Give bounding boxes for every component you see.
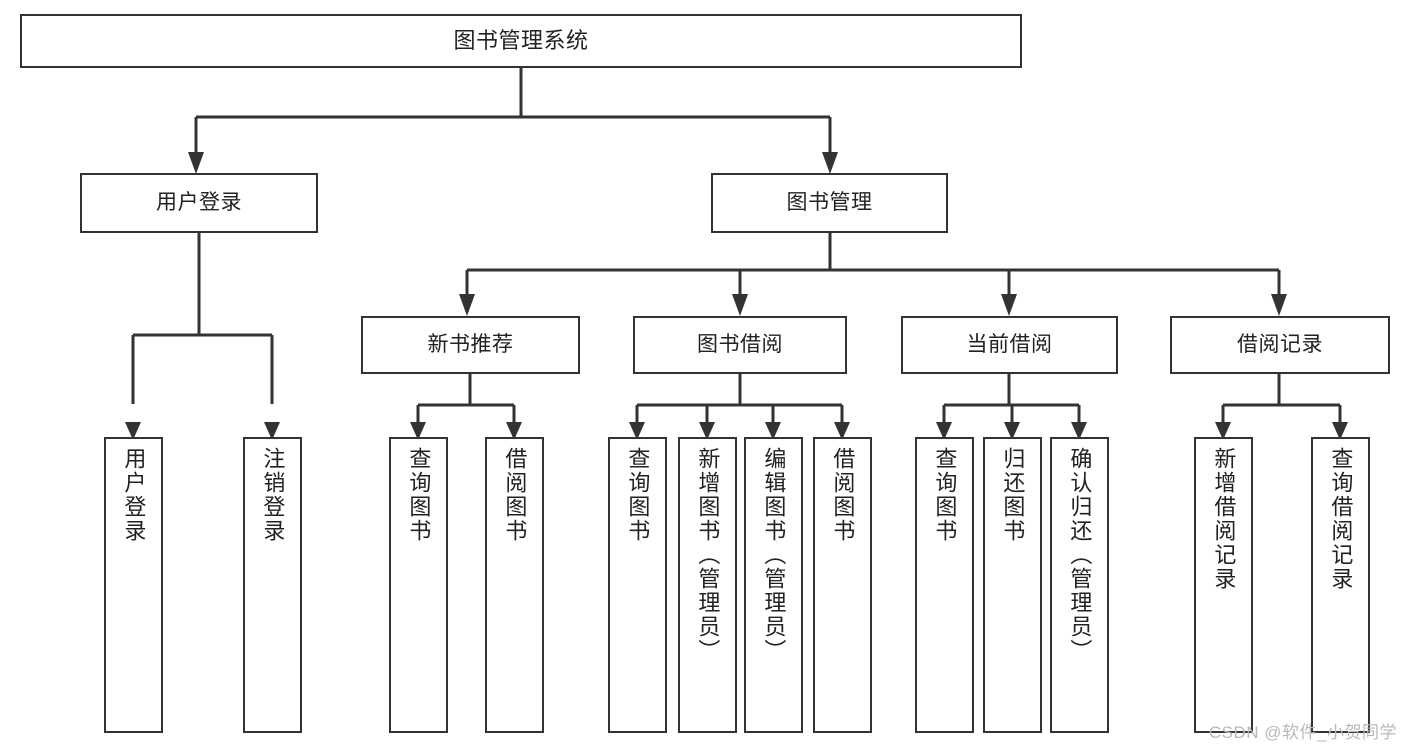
leaf-add-book-admin[interactable]: 新增图书（管理员） <box>678 437 737 733</box>
leaf-logout[interactable]: 注销登录 <box>243 437 302 733</box>
node-label: 查询借阅记录 <box>1328 447 1354 591</box>
node-label: 用户登录 <box>121 447 147 543</box>
leaf-return-book[interactable]: 归还图书 <box>983 437 1042 733</box>
leaf-query-book-recommend[interactable]: 查询图书 <box>389 437 448 733</box>
node-label: 查询图书 <box>625 447 651 543</box>
node-label: 新增图书（管理员） <box>695 447 721 663</box>
node-label: 图书管理系统 <box>453 28 589 54</box>
leaf-edit-book-admin[interactable]: 编辑图书（管理员） <box>744 437 803 733</box>
node-label: 新书推荐 <box>427 332 514 356</box>
leaf-query-borrow-record[interactable]: 查询借阅记录 <box>1311 437 1370 733</box>
node-label: 查询图书 <box>932 447 958 543</box>
node-label: 确认归还（管理员） <box>1067 447 1093 663</box>
node-borrow-record[interactable]: 借阅记录 <box>1170 316 1390 374</box>
node-label: 查询图书 <box>406 447 432 543</box>
node-label: 当前借阅 <box>966 332 1053 356</box>
node-user-login[interactable]: 用户登录 <box>80 173 318 233</box>
leaf-add-borrow-record[interactable]: 新增借阅记录 <box>1194 437 1253 733</box>
node-label: 归还图书 <box>1000 447 1026 543</box>
leaf-confirm-return-admin[interactable]: 确认归还（管理员） <box>1050 437 1109 733</box>
node-current-borrow[interactable]: 当前借阅 <box>901 316 1118 374</box>
leaf-user-login[interactable]: 用户登录 <box>104 437 163 733</box>
node-label: 借阅图书 <box>502 447 528 543</box>
node-book-borrow[interactable]: 图书借阅 <box>633 316 847 374</box>
node-label: 用户登录 <box>156 190 242 214</box>
leaf-query-book-borrow[interactable]: 查询图书 <box>608 437 667 733</box>
leaf-query-book-current[interactable]: 查询图书 <box>915 437 974 733</box>
node-label: 借阅图书 <box>830 447 856 543</box>
leaf-borrow-book-recommend[interactable]: 借阅图书 <box>485 437 544 733</box>
node-label: 新增借阅记录 <box>1211 447 1237 591</box>
node-label: 图书借阅 <box>697 332 783 356</box>
node-label: 注销登录 <box>260 447 286 543</box>
watermark-text: CSDN @软件_小贺同学 <box>1208 723 1397 742</box>
node-label: 借阅记录 <box>1237 332 1323 356</box>
node-label: 图书管理 <box>786 190 873 214</box>
node-book-management[interactable]: 图书管理 <box>711 173 948 233</box>
node-root-system[interactable]: 图书管理系统 <box>20 14 1022 68</box>
node-label: 编辑图书（管理员） <box>761 447 787 663</box>
leaf-borrow-book[interactable]: 借阅图书 <box>813 437 872 733</box>
node-new-book-recommend[interactable]: 新书推荐 <box>361 316 580 374</box>
